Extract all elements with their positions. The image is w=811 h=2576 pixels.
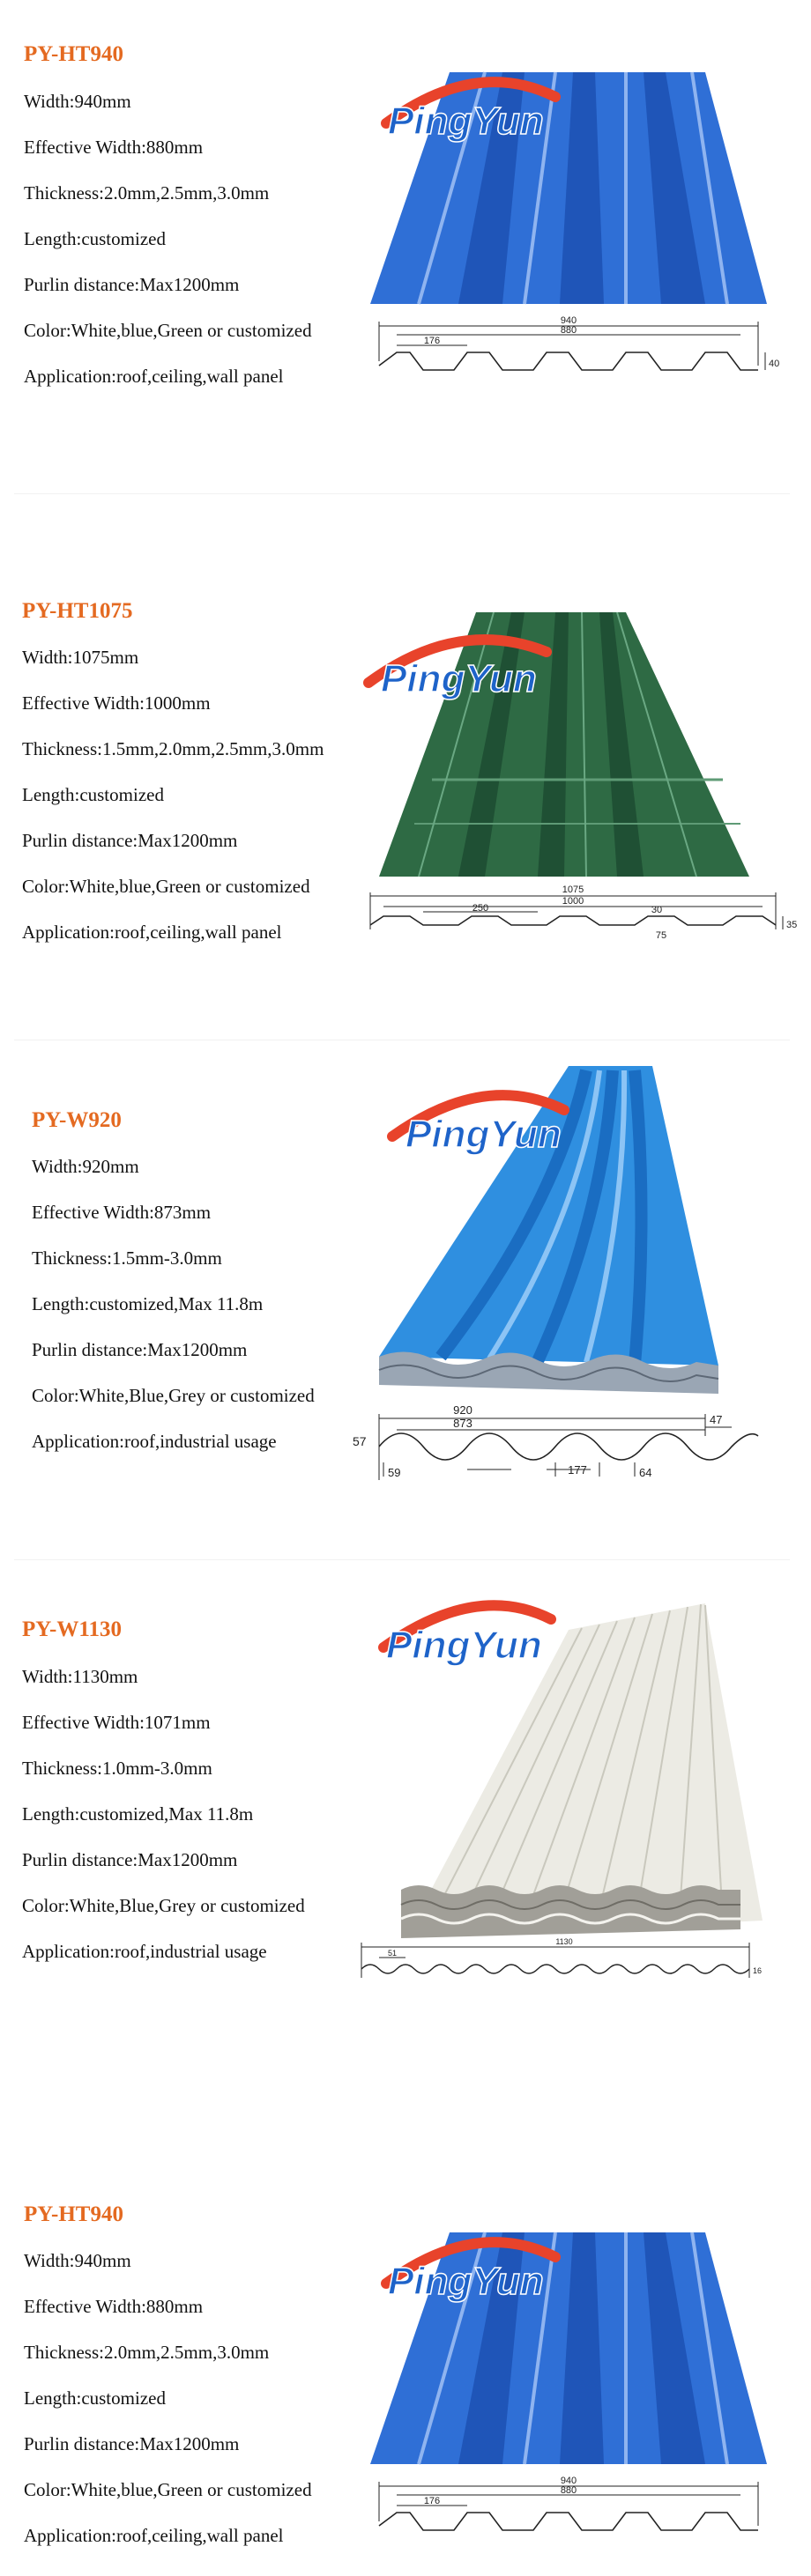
dim-bottom: 75: [656, 930, 666, 941]
product-title: PY-HT940: [24, 42, 123, 66]
spec-thickness: Thickness:1.5mm-3.0mm: [32, 1247, 222, 1269]
cross-section-diagram: [378, 2482, 759, 2531]
spec-effective-width: Effective Width:1000mm: [22, 692, 211, 714]
product-image-w1130: PingYun 1130 51 16: [361, 1600, 763, 1978]
spec-width: Width:1075mm: [22, 647, 139, 668]
brand-logo: PingYun: [381, 2237, 561, 2304]
brand-logo-text: PingYun: [386, 1624, 542, 1667]
section-divider: [14, 493, 790, 494]
brand-logo: PingYun: [381, 77, 561, 144]
spec-thickness: Thickness:1.5mm,2.0mm,2.5mm,3.0mm: [22, 738, 324, 759]
spec-application: Application:roof,industrial usage: [22, 1941, 267, 1962]
spec-length: Length:customized,Max 11.8m: [22, 1803, 254, 1825]
cross-section-diagram: [378, 1414, 759, 1480]
spec-color: Color:White,Blue,Grey or customized: [32, 1385, 315, 1406]
spec-thickness: Thickness:1.0mm-3.0mm: [22, 1758, 212, 1779]
brand-logo-text: PingYun: [406, 1113, 562, 1156]
spec-thickness: Thickness:2.0mm,2.5mm,3.0mm: [24, 182, 270, 204]
product-section-ht1075: PY-HT1075 Width:1075mm Effective Width:1…: [0, 564, 811, 1040]
spec-color: Color:White,Blue,Grey or customized: [22, 1895, 305, 1916]
brand-logo-text: PingYun: [381, 657, 537, 700]
spec-application: Application:roof,industrial usage: [32, 1431, 277, 1452]
spec-effective-width: Effective Width:880mm: [24, 137, 204, 158]
dim-pitch: 176: [424, 2496, 440, 2506]
product-image-ht1075: PingYun 1075 1000 250 30 75 35: [363, 612, 797, 941]
dim-total: 1075: [562, 885, 584, 895]
dim-height: 16: [753, 1966, 762, 1975]
product-section-w1130: PY-W1130 Width:1130mm Effective Width:10…: [0, 1568, 811, 2062]
dim-effective: 1000: [562, 896, 584, 907]
dim-top: 30: [651, 905, 662, 915]
spec-width: Width:1130mm: [22, 1666, 138, 1687]
product-section-ht940-repeat: PY-HT940 Width:940mm Effective Width:880…: [0, 2167, 811, 2576]
product-title: PY-HT940: [24, 2202, 123, 2226]
product-title: PY-W1130: [22, 1617, 122, 1641]
spec-width: Width:920mm: [32, 1156, 139, 1177]
spec-length: Length:customized: [24, 2387, 166, 2409]
brand-logo: PingYun: [378, 1600, 556, 1668]
spec-purlin: Purlin distance:Max1200mm: [24, 2433, 240, 2454]
dim-effective: 880: [561, 2485, 577, 2496]
spec-effective-width: Effective Width:873mm: [32, 1202, 212, 1223]
product-section-ht940: PY-HT940 Width:940mm Effective Width:880…: [0, 0, 811, 493]
dim-right: 64: [639, 1466, 651, 1479]
dim-height: 40: [769, 359, 779, 369]
dim-pitch: 51: [388, 1949, 397, 1958]
spec-color: Color:White,blue,Green or customized: [24, 2479, 312, 2500]
product-image-ht940: PingYun 940 880 176: [370, 2232, 767, 2531]
cross-section-diagram: [378, 322, 766, 371]
product-title: PY-HT1075: [22, 599, 133, 623]
spec-length: Length:customized: [24, 228, 166, 249]
dim-left: 59: [388, 1466, 400, 1479]
dim-effective: 880: [561, 325, 577, 336]
spec-application: Application:roof,ceiling,wall panel: [24, 366, 284, 387]
spec-purlin: Purlin distance:Max1200mm: [22, 830, 238, 851]
dim-total: 940: [561, 2476, 577, 2486]
spec-length: Length:customized,Max 11.8m: [32, 1293, 264, 1314]
dim-total: 940: [561, 315, 577, 326]
spec-application: Application:roof,ceiling,wall panel: [24, 2525, 284, 2546]
dim-effective: 873: [453, 1417, 472, 1430]
product-section-w920: PY-W920 Width:920mm Effective Width:873m…: [0, 1066, 811, 1559]
cross-section-diagram: [361, 1943, 750, 1978]
dim-overlap: 47: [710, 1413, 722, 1426]
brand-logo-text: PingYun: [388, 100, 544, 143]
brand-logo-text: PingYun: [388, 2260, 544, 2303]
dim-height: 57: [353, 1434, 367, 1448]
spec-effective-width: Effective Width:1071mm: [22, 1712, 211, 1733]
spec-application: Application:roof,ceiling,wall panel: [22, 922, 282, 943]
spec-length: Length:customized: [22, 784, 164, 805]
product-title: PY-W920: [32, 1108, 122, 1132]
cross-section-diagram: [369, 892, 784, 929]
product-image-ht940: PingYun 940 880 176 40: [370, 71, 779, 371]
product-image-w920: PingYun 920 873 177 59 64 47: [378, 1066, 759, 1480]
dim-pitch: 176: [424, 336, 440, 346]
dim-height: 35: [786, 920, 797, 930]
spec-width: Width:940mm: [24, 2250, 131, 2271]
spec-color: Color:White,blue,Green or customized: [22, 876, 310, 897]
dim-pitch: 177: [568, 1463, 587, 1477]
brand-logo: PingYun: [387, 1090, 569, 1157]
spec-purlin: Purlin distance:Max1200mm: [32, 1339, 248, 1360]
spec-effective-width: Effective Width:880mm: [24, 2296, 204, 2317]
section-divider: [14, 1559, 790, 1560]
spec-width: Width:940mm: [24, 91, 131, 112]
dim-total: 920: [453, 1403, 472, 1417]
brand-logo: PingYun: [363, 634, 552, 701]
dim-pitch: 250: [472, 903, 488, 914]
spec-color: Color:White,blue,Green or customized: [24, 320, 312, 341]
spec-purlin: Purlin distance:Max1200mm: [22, 1849, 238, 1870]
spec-thickness: Thickness:2.0mm,2.5mm,3.0mm: [24, 2342, 270, 2363]
spec-purlin: Purlin distance:Max1200mm: [24, 274, 240, 295]
dim-total: 1130: [555, 1937, 572, 1946]
